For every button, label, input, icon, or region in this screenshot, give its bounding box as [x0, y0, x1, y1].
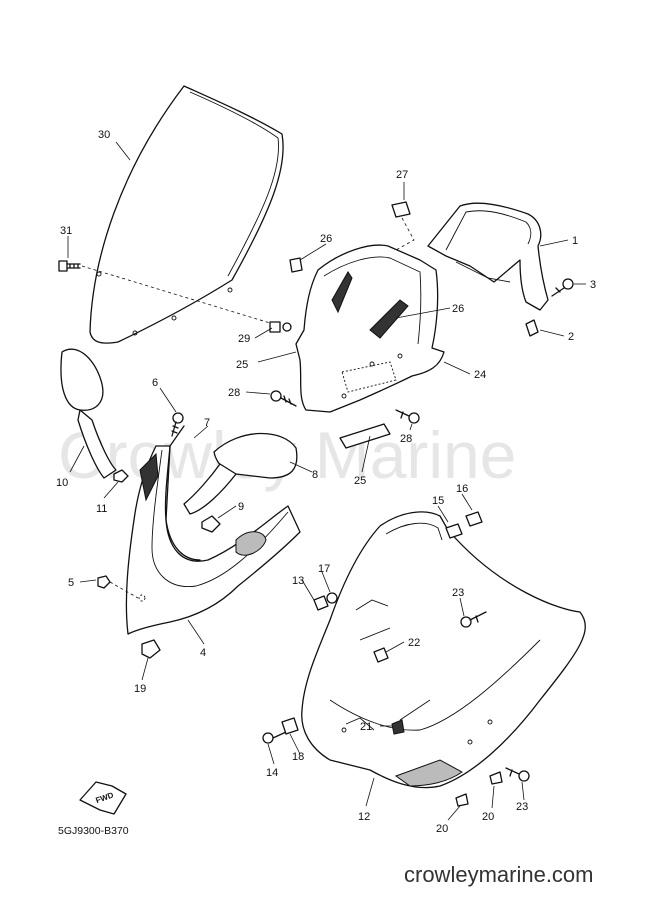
screw-part-23-lower: [505, 767, 530, 782]
callout-9: 9: [238, 501, 244, 513]
fwd-arrow-icon: FWD: [79, 781, 127, 815]
callout-3: 3: [590, 279, 596, 291]
callout-28-left: 28: [228, 387, 240, 399]
nut-part-11: [113, 469, 129, 483]
callout-30: 30: [98, 129, 110, 141]
callout-8: 8: [312, 469, 318, 481]
callout-20-left: 20: [436, 823, 448, 835]
callout-14: 14: [266, 767, 278, 779]
screw-part-29: [269, 321, 292, 333]
callout-15: 15: [432, 495, 444, 507]
pad-part-27: [391, 201, 415, 251]
callout-28-right: 28: [400, 433, 412, 445]
clip-part-22: [373, 647, 389, 663]
callout-21: 21: [360, 721, 372, 733]
footer-site-name: crowleymarine.com: [404, 862, 594, 887]
washer-part-17: [326, 592, 338, 604]
screw-part-6: [171, 412, 184, 437]
front-cowl: [125, 445, 301, 635]
screw-part-23-upper: [460, 611, 487, 628]
grommet-part-19: [141, 639, 161, 659]
callout-23-upper: 23: [452, 587, 464, 599]
callout-20-right: 20: [482, 811, 494, 823]
mirror-right: [183, 432, 298, 515]
callout-4: 4: [200, 647, 206, 659]
screw-part-14: [262, 731, 287, 744]
callout-23-lower: 23: [516, 801, 528, 813]
callout-26-lower: 26: [452, 303, 464, 315]
mirror-left: [60, 348, 117, 479]
callout-12: 12: [358, 811, 370, 823]
clip-part-2: [525, 319, 539, 337]
washer-part-18: [281, 717, 299, 735]
callout-22: 22: [408, 637, 420, 649]
clip-part-20-b: [489, 771, 503, 785]
inner-panel: [295, 244, 445, 413]
callout-18: 18: [292, 751, 304, 763]
diagram-code: 5GJ9300-B370: [58, 825, 129, 837]
callout-2: 2: [568, 331, 574, 343]
callout-24: 24: [474, 369, 486, 381]
callout-13: 13: [292, 575, 304, 587]
callout-19: 19: [134, 683, 146, 695]
lower-cowl: [301, 511, 586, 789]
grommet-part-9: [201, 515, 221, 533]
screw-part-3: [551, 278, 574, 297]
callout-10: 10: [56, 477, 68, 489]
callout-11: 11: [96, 503, 107, 515]
windshield: [89, 85, 284, 344]
screw-part-28-right: [395, 409, 420, 424]
callout-16: 16: [456, 483, 468, 495]
nut-part-13: [313, 595, 329, 611]
rivet-part-16: [465, 511, 483, 527]
callout-25-lower: 25: [354, 475, 366, 487]
strip-part-7: [165, 425, 201, 561]
fastener-part-15: [445, 523, 463, 539]
callout-7: 7: [204, 417, 210, 429]
bracket: [427, 202, 549, 311]
strip-part-25: [339, 423, 391, 449]
clip-part-20-a: [455, 793, 469, 807]
callout-1: 1: [572, 235, 578, 247]
nut-part-5: [97, 575, 111, 589]
callout-27: 27: [396, 169, 408, 181]
callout-17: 17: [318, 563, 330, 575]
callout-5: 5: [68, 577, 74, 589]
callout-26-upper: 26: [320, 233, 332, 245]
callout-6: 6: [152, 377, 158, 389]
clip-part-26: [289, 257, 303, 273]
clip-part-21: [391, 719, 405, 735]
screw-part-31: [58, 260, 81, 272]
callout-29: 29: [238, 333, 250, 345]
callout-25-upper: 25: [236, 359, 248, 371]
screw-part-28-left: [270, 390, 297, 407]
callout-31: 31: [60, 225, 72, 237]
